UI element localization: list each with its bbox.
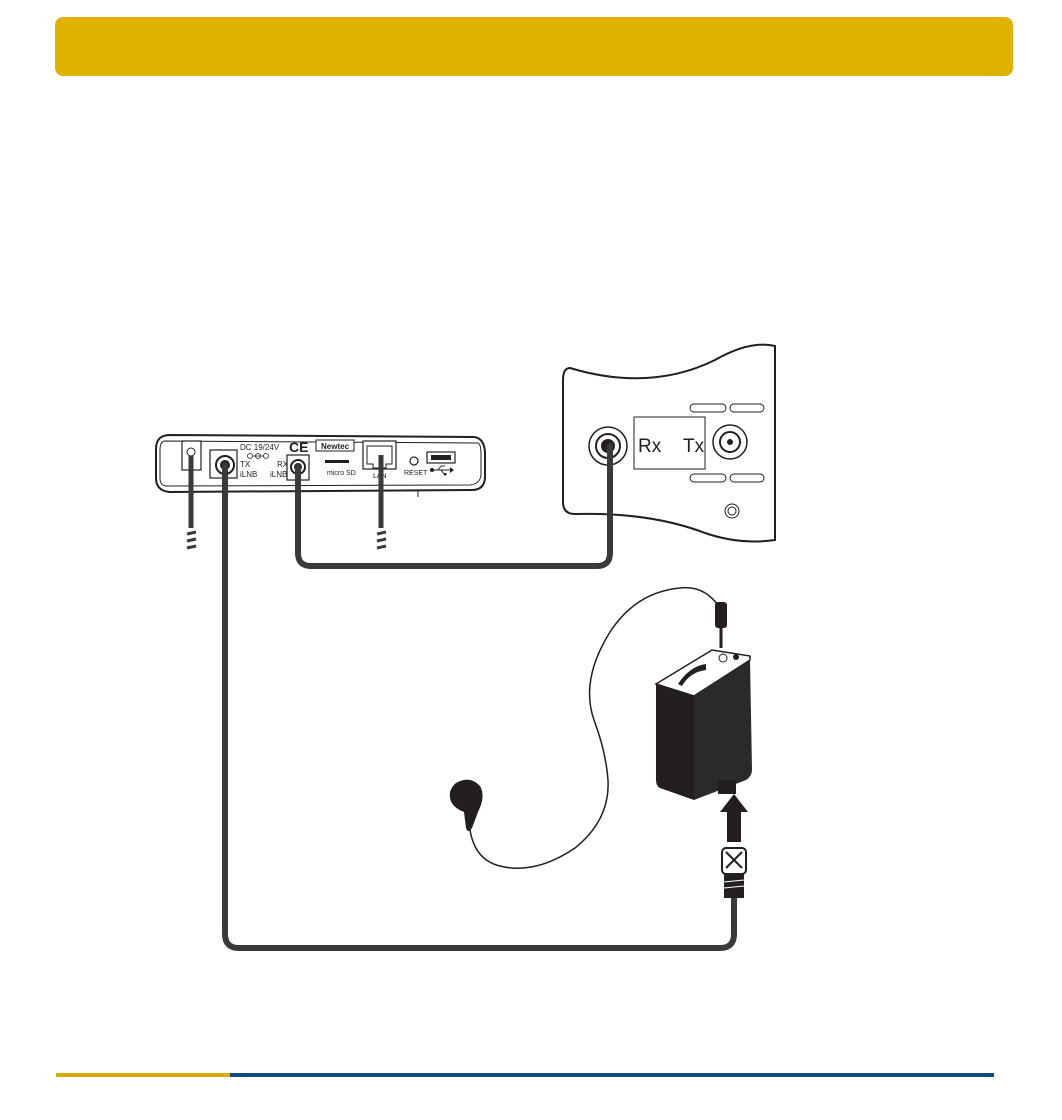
tx-coax-cable [222, 462, 737, 951]
transceiver-tx-port[interactable] [712, 424, 748, 460]
ground-screw [724, 503, 740, 519]
brand-label: Newtec [321, 442, 350, 451]
header-band [55, 17, 1013, 76]
footer-main-line [230, 1073, 994, 1077]
power-dc-icon [247, 453, 269, 459]
ethernet-port-icon [366, 445, 393, 469]
usb-port[interactable] [426, 451, 456, 464]
footer-accent-line [56, 1073, 230, 1077]
rx-port-sublabel: iLNB [270, 470, 287, 479]
transceiver-tx-label: Tx [683, 436, 705, 457]
power-adapter [469, 586, 752, 869]
transceiver-rx-label: Rx [638, 436, 662, 457]
ce-mark-icon: CE [289, 439, 308, 455]
rx-coax-cable [295, 443, 613, 569]
reset-button[interactable] [409, 456, 419, 466]
tx-port-label: TX [240, 460, 251, 469]
power-label: DC 19/24V [240, 443, 280, 452]
lan-cable [376, 455, 387, 550]
transceiver-unit: Rx Tx [562, 343, 776, 543]
rx-port-label: RX [277, 460, 289, 469]
micro-sd-slot[interactable] [325, 460, 349, 463]
power-plug-icon [449, 779, 483, 831]
arrow-up-icon [720, 794, 748, 842]
micro-sd-icon: micro SD [327, 470, 356, 477]
f-connector [721, 847, 747, 898]
tx-port-sublabel: iLNB [240, 470, 257, 479]
modem-rear-panel: DC 19/24V TX iLNB CE RX iLNB Newtec [155, 433, 486, 497]
power-cable [186, 456, 197, 550]
usb-icon [430, 465, 454, 476]
reset-label: RESET [404, 470, 428, 477]
